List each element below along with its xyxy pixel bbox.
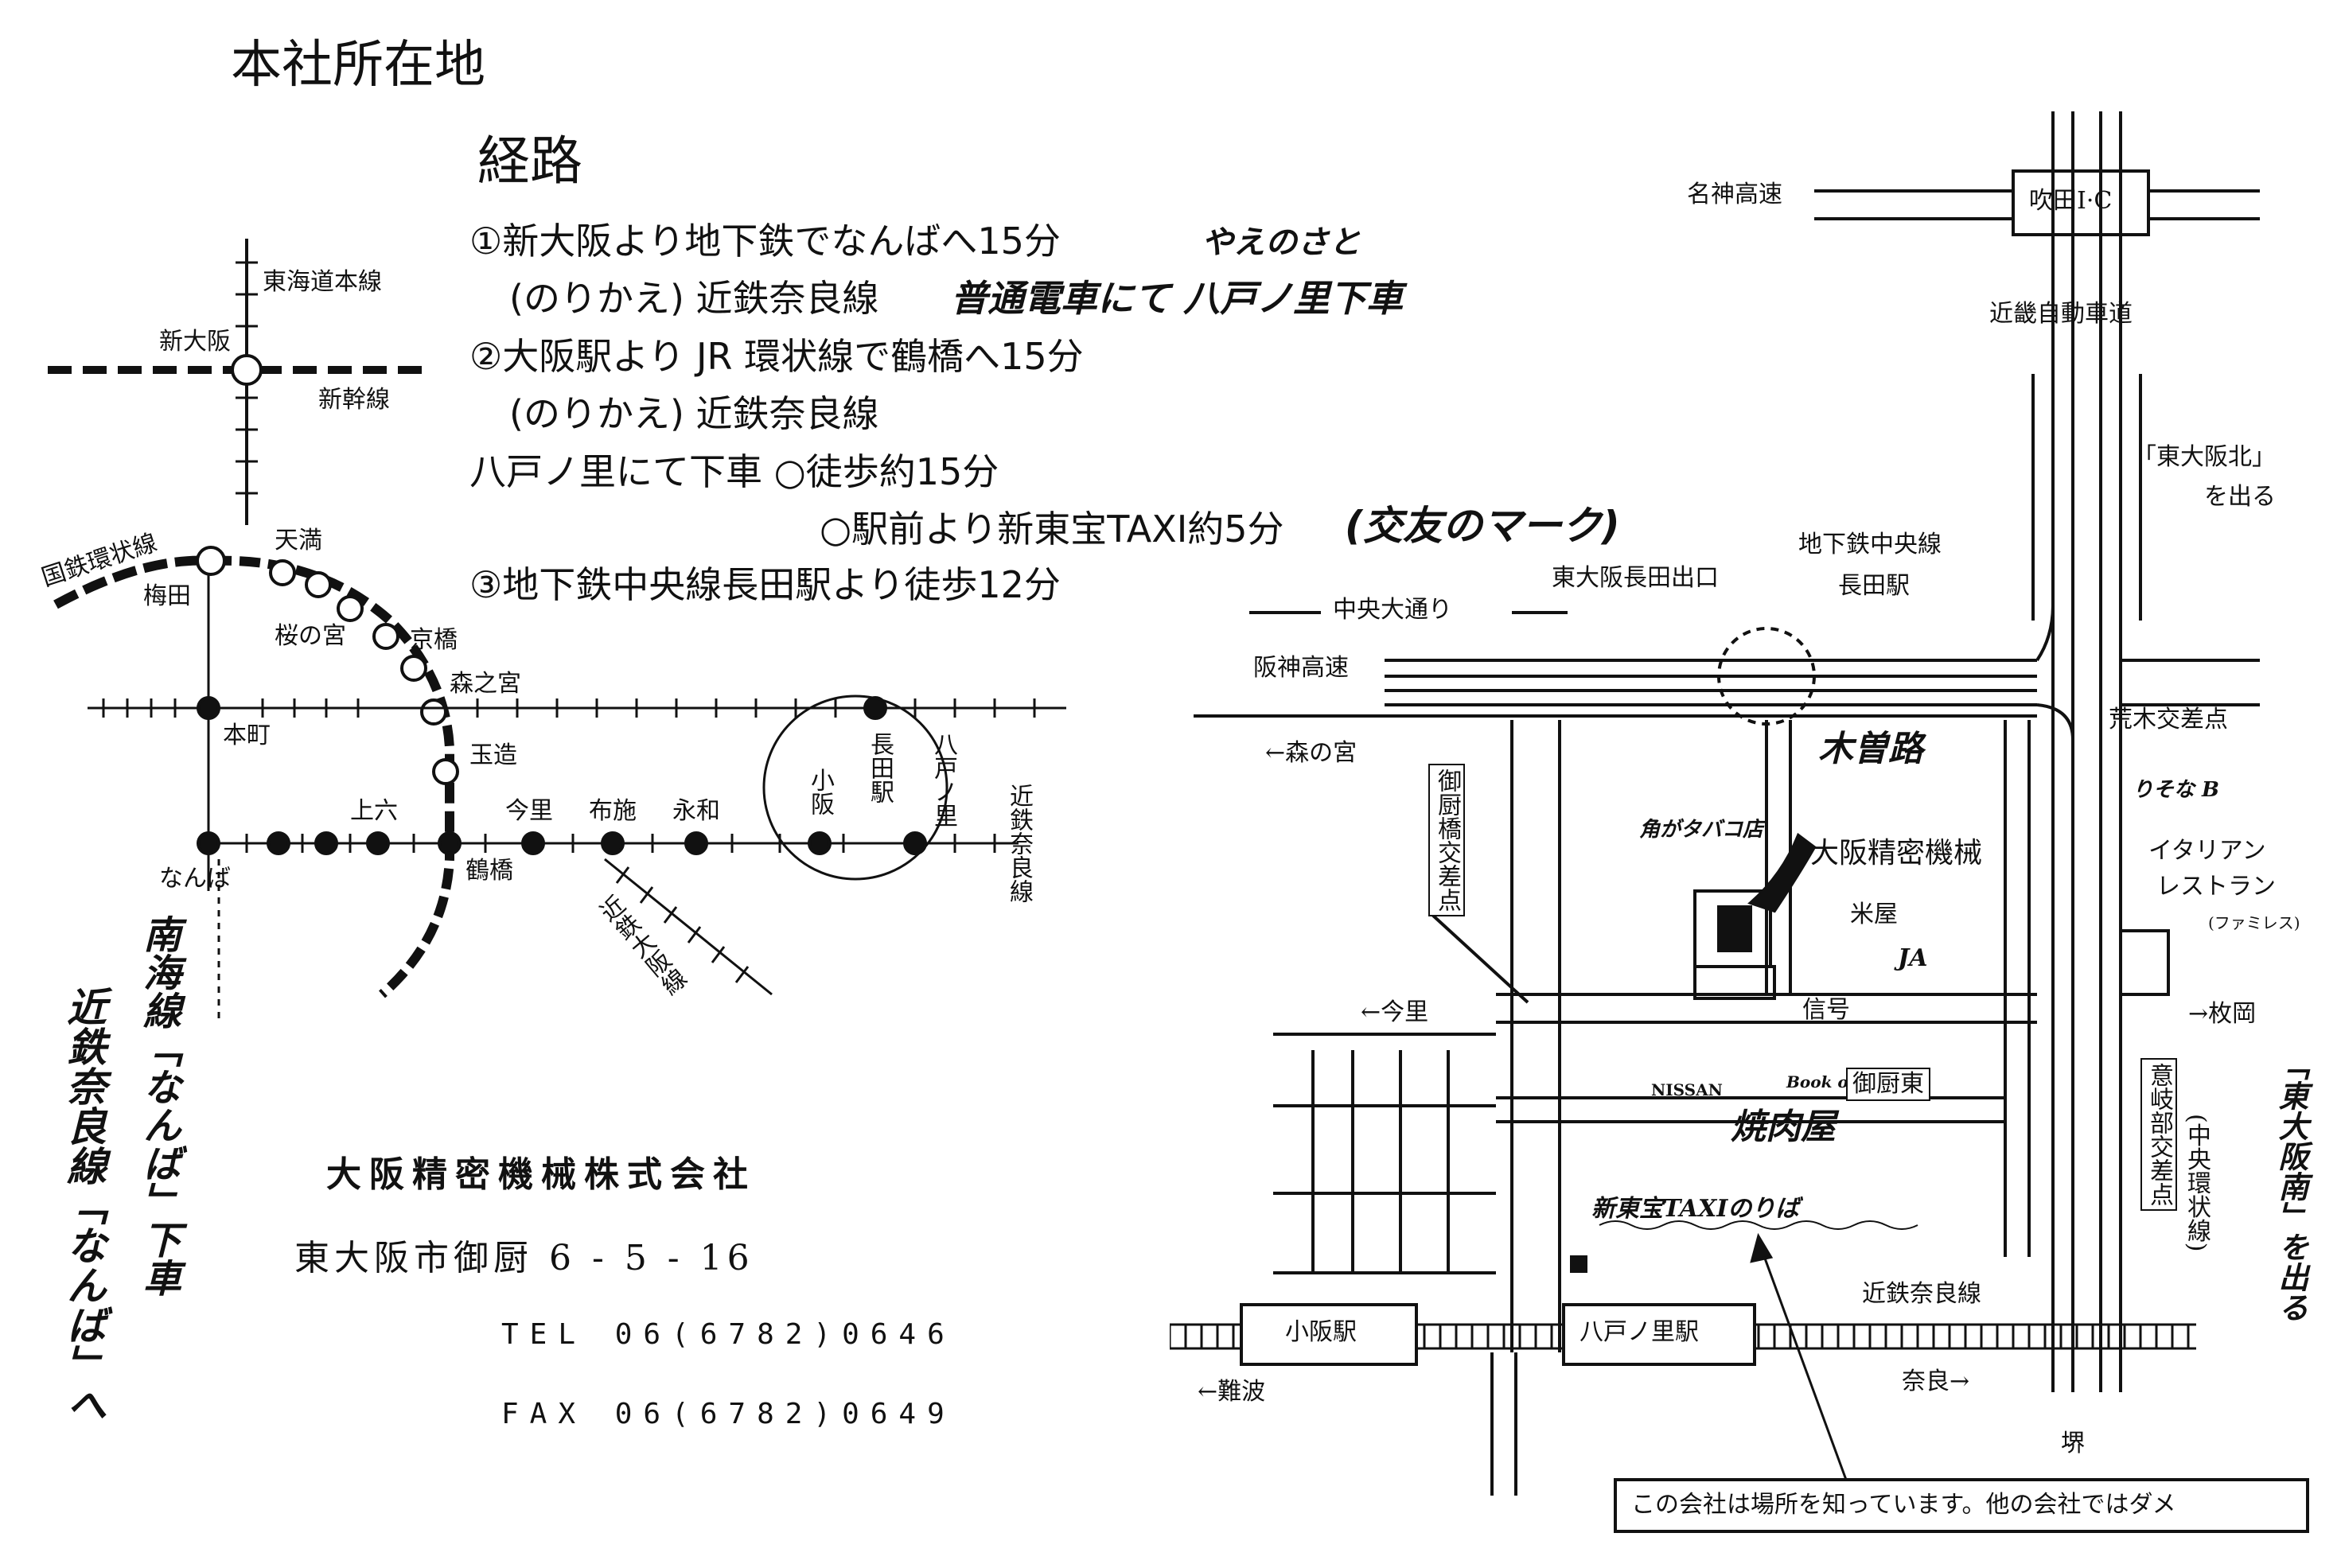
label-company: 大阪精密機械 <box>1810 837 1983 870</box>
label-chuo-kanjo: (中央環状線) <box>2183 1114 2211 1252</box>
label-shinkansen: 新幹線 <box>318 386 390 414</box>
label-yaenosato: 八戸ノ里 <box>929 732 957 827</box>
label-to-nara: 奈良→ <box>1902 1368 1970 1395</box>
label-higashiosaka-minami: 「東大阪南」を出る <box>2273 1050 2309 1322</box>
label-kintetsu-nara-line: 近鉄奈良線 <box>1862 1280 1981 1308</box>
label-hanshin-expressway: 阪神高速 <box>1253 654 1349 682</box>
route2-line1: ②大阪駅より JR 環状線で鶴橋へ15分 <box>469 335 1084 378</box>
label-morinomiya: 森之宮 <box>450 670 521 698</box>
label-nagata: 長田駅 <box>866 732 894 803</box>
taxi-note-box <box>1614 1478 2309 1533</box>
label-higashiosaka-kita: 「東大阪北」 <box>2133 443 2276 471</box>
label-italian-2: レストラン <box>2156 873 2276 901</box>
label-to-hiraoka: →枚岡 <box>2188 1000 2257 1028</box>
route1-line1: ①新大阪より地下鉄でなんばへ15分 <box>469 220 1061 263</box>
label-araki-intersection: 荒木交差点 <box>2109 706 2228 733</box>
label-kosaka: 小阪 <box>806 768 834 815</box>
label-mineoka: 意岐部交差点 <box>2140 1058 2177 1211</box>
destination-circle <box>762 695 948 881</box>
label-resona: りそな B <box>2133 778 2220 802</box>
label-komeya: 米屋 <box>1850 901 1898 928</box>
route1-line2b: 普通電車にて 八戸ノ里下車 <box>951 277 1404 320</box>
kosaka-station-box <box>1240 1303 1418 1366</box>
yaenosato-station-box <box>1562 1303 1756 1366</box>
label-kyobashi: 京橋 <box>410 626 458 654</box>
company-tel: TEL 06(6782)0646 <box>501 1318 956 1351</box>
label-family: (ファミレス) <box>2208 913 2300 932</box>
label-nankai-note: 南海線「なんば」下車 <box>136 915 181 1297</box>
company-name: 大阪精密機械株式会社 <box>326 1154 756 1195</box>
label-imazato: 今里 <box>505 797 553 825</box>
route1-annotation: やえのさと <box>1202 224 1361 261</box>
label-shin-osaka: 新大阪 <box>159 328 231 356</box>
route1-line2a: (のりかえ) 近鉄奈良線 <box>509 277 879 320</box>
company-arrow <box>1747 832 1817 913</box>
route3: ③地下鉄中央線長田駅より徒歩12分 <box>469 563 1061 606</box>
route-taxi-note: (交友のマーク) <box>1345 503 1620 549</box>
label-tsuruhashi: 鶴橋 <box>465 857 513 885</box>
company-fax: FAX 06(6782)0649 <box>501 1398 956 1430</box>
label-meishin: 名神高速 <box>1687 181 1782 208</box>
label-kintetsu-nara: 近鉄奈良線 <box>1005 784 1033 903</box>
route-walk: 八戸ノ里にて下車 ○徒歩約15分 <box>469 450 999 493</box>
label-to-morinomiya: ←森の宮 <box>1265 739 1357 767</box>
label-bookoff: Book off <box>1786 1072 1862 1091</box>
taxi-stand-marker <box>1570 1255 1587 1273</box>
label-chuo-line: 地下鉄中央線 <box>1798 531 1942 558</box>
label-namba: なんば <box>159 865 231 893</box>
label-taxi-stand: 新東宝TAXIのりば <box>1591 1195 1800 1223</box>
label-nagata-station: 長田駅 <box>1838 572 1910 600</box>
label-signal: 信号 <box>1802 996 1850 1024</box>
suita-ic-box <box>2012 169 2150 236</box>
label-honmachi: 本町 <box>223 722 271 749</box>
route-taxi: ○駅前より新東宝TAXI約5分 <box>820 508 1284 551</box>
label-umeda: 梅田 <box>143 582 191 610</box>
label-fuse: 布施 <box>589 797 637 825</box>
label-taxi-note: この会社は場所を知っています。他の会社ではダメ <box>1631 1491 2176 1519</box>
label-yakiniku: 焼肉屋 <box>1731 1107 1836 1147</box>
label-chuo-odori: 中央大通り <box>1333 596 1452 624</box>
label-nissan: NISSAN <box>1651 1080 1723 1099</box>
label-tobacco-shop: 角がタバコ店 <box>1639 818 1764 842</box>
label-nagata-exit: 東大阪長田出口 <box>1552 564 1719 592</box>
label-eiwa: 永和 <box>672 797 720 825</box>
page-title: 本社所在地 <box>231 36 485 95</box>
label-mikuriyabashi: 御厨橋交差点 <box>1428 764 1465 916</box>
label-to-imazato: ←今里 <box>1361 998 1429 1026</box>
route-heading: 経路 <box>477 130 582 192</box>
label-yaenosato-station: 八戸ノ里駅 <box>1579 1318 1699 1346</box>
label-sakai: 堺 <box>2061 1430 2085 1457</box>
label-kosaka-station: 小阪駅 <box>1285 1318 1357 1346</box>
label-kinki-expressway: 近畿自動車道 <box>1989 300 2133 328</box>
label-kintetsu-note: 近鉄奈良線「なんば」へ <box>60 986 107 1424</box>
label-uehommachi: 上六 <box>350 797 398 825</box>
loop-line <box>53 555 212 609</box>
label-tamatsukuri: 玉造 <box>469 741 517 769</box>
label-italian-1: イタリアン <box>2148 837 2266 865</box>
route2-line2: (のりかえ) 近鉄奈良線 <box>509 392 879 435</box>
label-mikuriya-higashi: 御厨東 <box>1846 1068 1930 1101</box>
label-kisoji: 木曽路 <box>1818 729 1923 769</box>
label-sakuranomiya: 桜の宮 <box>275 622 346 650</box>
label-suita-ic: 吹田I·C <box>2029 187 2113 215</box>
label-ja: JA <box>1898 944 1928 972</box>
company-address: 東大阪市御厨 6 - 5 - 16 <box>294 1238 754 1278</box>
italian-restaurant-building <box>2119 929 2170 996</box>
company-building <box>1717 905 1752 952</box>
left-route-map <box>48 239 1066 1018</box>
label-wo-deru: を出る <box>2204 483 2276 511</box>
label-to-namba: ←難波 <box>1198 1378 1266 1406</box>
label-tokaido: 東海道本線 <box>263 268 382 296</box>
right-road-map <box>1170 111 2309 1533</box>
label-tenma: 天満 <box>275 527 322 554</box>
